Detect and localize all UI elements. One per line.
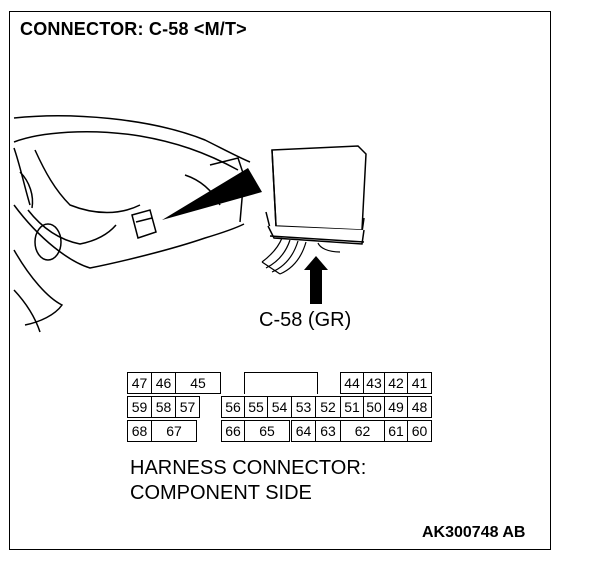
- pin-cell: 48: [407, 396, 432, 418]
- pin-cell: 46: [151, 372, 176, 394]
- callout-wedge: [162, 168, 262, 220]
- pin-cell: 61: [384, 420, 408, 442]
- pin-cell: 51: [340, 396, 364, 418]
- pin-cell: 49: [384, 396, 408, 418]
- pin-cell: 58: [151, 396, 176, 418]
- pointer-arrow-icon: [304, 256, 328, 304]
- harness-label-line1: HARNESS CONNECTOR:: [130, 457, 367, 479]
- pin-cell: 56: [221, 396, 245, 418]
- dash-connector-icon: [131, 209, 157, 239]
- pin-cell: 68: [127, 420, 152, 442]
- pin-cell: 62: [340, 420, 385, 442]
- pin-cell: 65: [244, 420, 290, 442]
- pin-cell: 52: [315, 396, 341, 418]
- pin-cell: 64: [291, 420, 316, 442]
- pin-cell: 66: [221, 420, 245, 442]
- diagram-frame: [9, 11, 551, 550]
- pin-cell: 45: [175, 372, 221, 394]
- pin-cell: 60: [407, 420, 432, 442]
- figure-code: AK300748 AB: [422, 524, 526, 541]
- pin-cell: 59: [127, 396, 152, 418]
- pin-cell: 50: [363, 396, 385, 418]
- pin-cell: 42: [384, 372, 408, 394]
- pin-cell: 57: [175, 396, 200, 418]
- wire-harness: [261, 237, 341, 275]
- ecu-module: [265, 145, 367, 245]
- pin-cell: 43: [363, 372, 385, 394]
- harness-label: HARNESS CONNECTOR: COMPONENT SIDE: [130, 456, 366, 506]
- diagram-title: CONNECTOR: C-58 <M/T>: [20, 19, 247, 39]
- pin-cell: 63: [315, 420, 341, 442]
- dashboard-outline: [13, 115, 251, 333]
- pin-cell: 41: [407, 372, 432, 394]
- pin-blank-cell: [244, 372, 318, 394]
- pin-cell: 53: [291, 396, 316, 418]
- pin-cell: 44: [340, 372, 364, 394]
- harness-label-line2: COMPONENT SIDE: [130, 482, 312, 504]
- pin-cell: 55: [244, 396, 268, 418]
- pin-cell: 67: [151, 420, 197, 442]
- pin-cell: 54: [267, 396, 292, 418]
- connector-label: C-58 (GR): [259, 309, 352, 331]
- pin-cell: 47: [127, 372, 152, 394]
